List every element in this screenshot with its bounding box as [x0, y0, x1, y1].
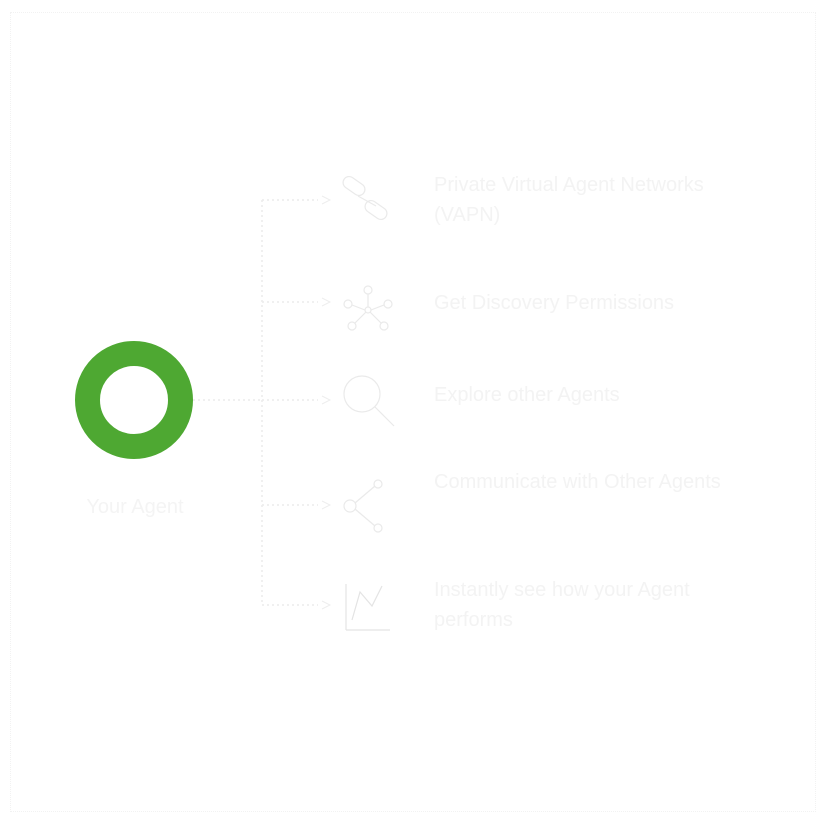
item-vapn-label: Private Virtual Agent Networks (VAPN) [434, 174, 704, 226]
item-explore-label: Explore other Agents [434, 384, 620, 406]
item-discovery-label: Get Discovery Permissions [434, 292, 675, 314]
diagram-frame [10, 12, 816, 812]
item-performance-label: Instantly see how your Agent performs [434, 579, 690, 631]
your-agent-label: Your Agent [86, 496, 184, 518]
hub-nodes-icon [343, 285, 393, 331]
magnifier-icon [343, 375, 395, 427]
item-communicate-label: Communicate with Other Agents [434, 471, 721, 493]
network-link-icon [342, 175, 388, 221]
line-chart-icon [345, 584, 390, 631]
share-icon [343, 479, 383, 533]
your-agent-node [75, 341, 193, 459]
